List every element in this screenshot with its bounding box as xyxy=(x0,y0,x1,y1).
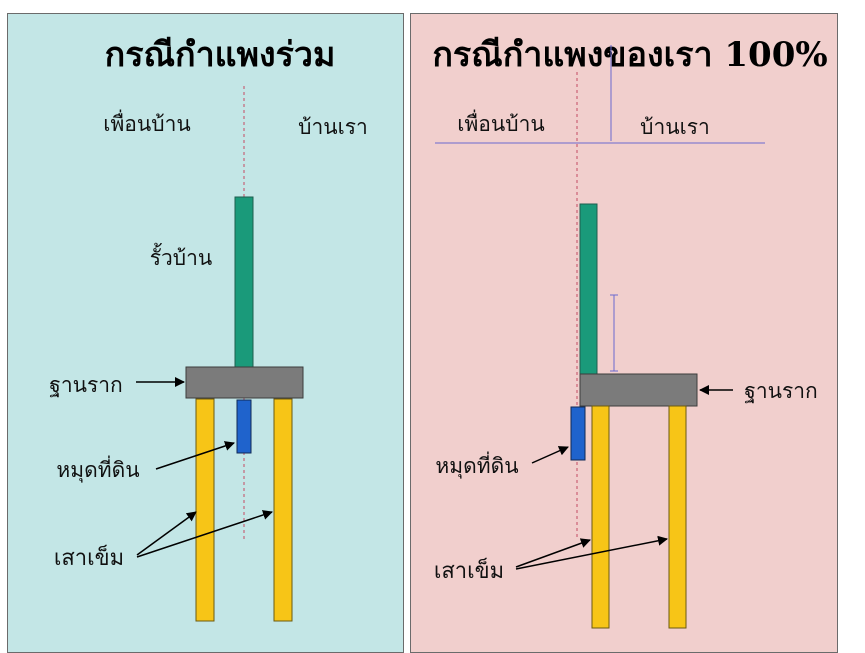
left-fence xyxy=(234,196,254,368)
left-title: กรณีกำแพงร่วม xyxy=(105,35,336,75)
left-grade-beam-arrow xyxy=(155,441,235,470)
own-wall-panel xyxy=(410,13,838,653)
right-footing xyxy=(579,373,698,407)
left-pile-2 xyxy=(273,398,293,622)
right-our-house-label: บ้านเรา xyxy=(640,115,710,139)
right-piles-label: เสาเข็ม xyxy=(434,556,504,584)
left-piles-arrow-2 xyxy=(136,510,273,558)
right-grade-beam-arrow xyxy=(531,446,569,464)
right-fence xyxy=(579,203,598,375)
right-neighbor-label: เพื่อนบ้าน xyxy=(457,109,544,136)
right-piles-arrow-2 xyxy=(515,535,668,570)
right-title: กรณีกำแพงของเรา 100% xyxy=(432,35,827,75)
right-grade-beam xyxy=(570,406,586,461)
left-grade-beam xyxy=(236,399,252,454)
left-pile-1 xyxy=(195,398,215,622)
left-piles-arrow-1 xyxy=(136,511,197,556)
right-grade-beam-label: หมุดที่ดิน xyxy=(435,451,518,479)
right-pile-1 xyxy=(591,405,610,629)
left-grade-beam-label: หมุดที่ดิน xyxy=(56,455,139,483)
left-piles-label: เสาเข็ม xyxy=(54,543,124,571)
left-neighbor-label: เพื่อนบ้าน xyxy=(103,109,190,136)
right-pile-2 xyxy=(668,405,687,629)
left-footing xyxy=(185,366,304,399)
left-footing-label: ฐานราก xyxy=(49,373,123,397)
right-footing-label: ฐานราก xyxy=(744,379,818,403)
right-piles-arrow-1 xyxy=(515,538,591,568)
left-fence-label: รั้วบ้าน xyxy=(150,243,213,270)
left-our-house-label: บ้านเรา xyxy=(298,115,368,139)
